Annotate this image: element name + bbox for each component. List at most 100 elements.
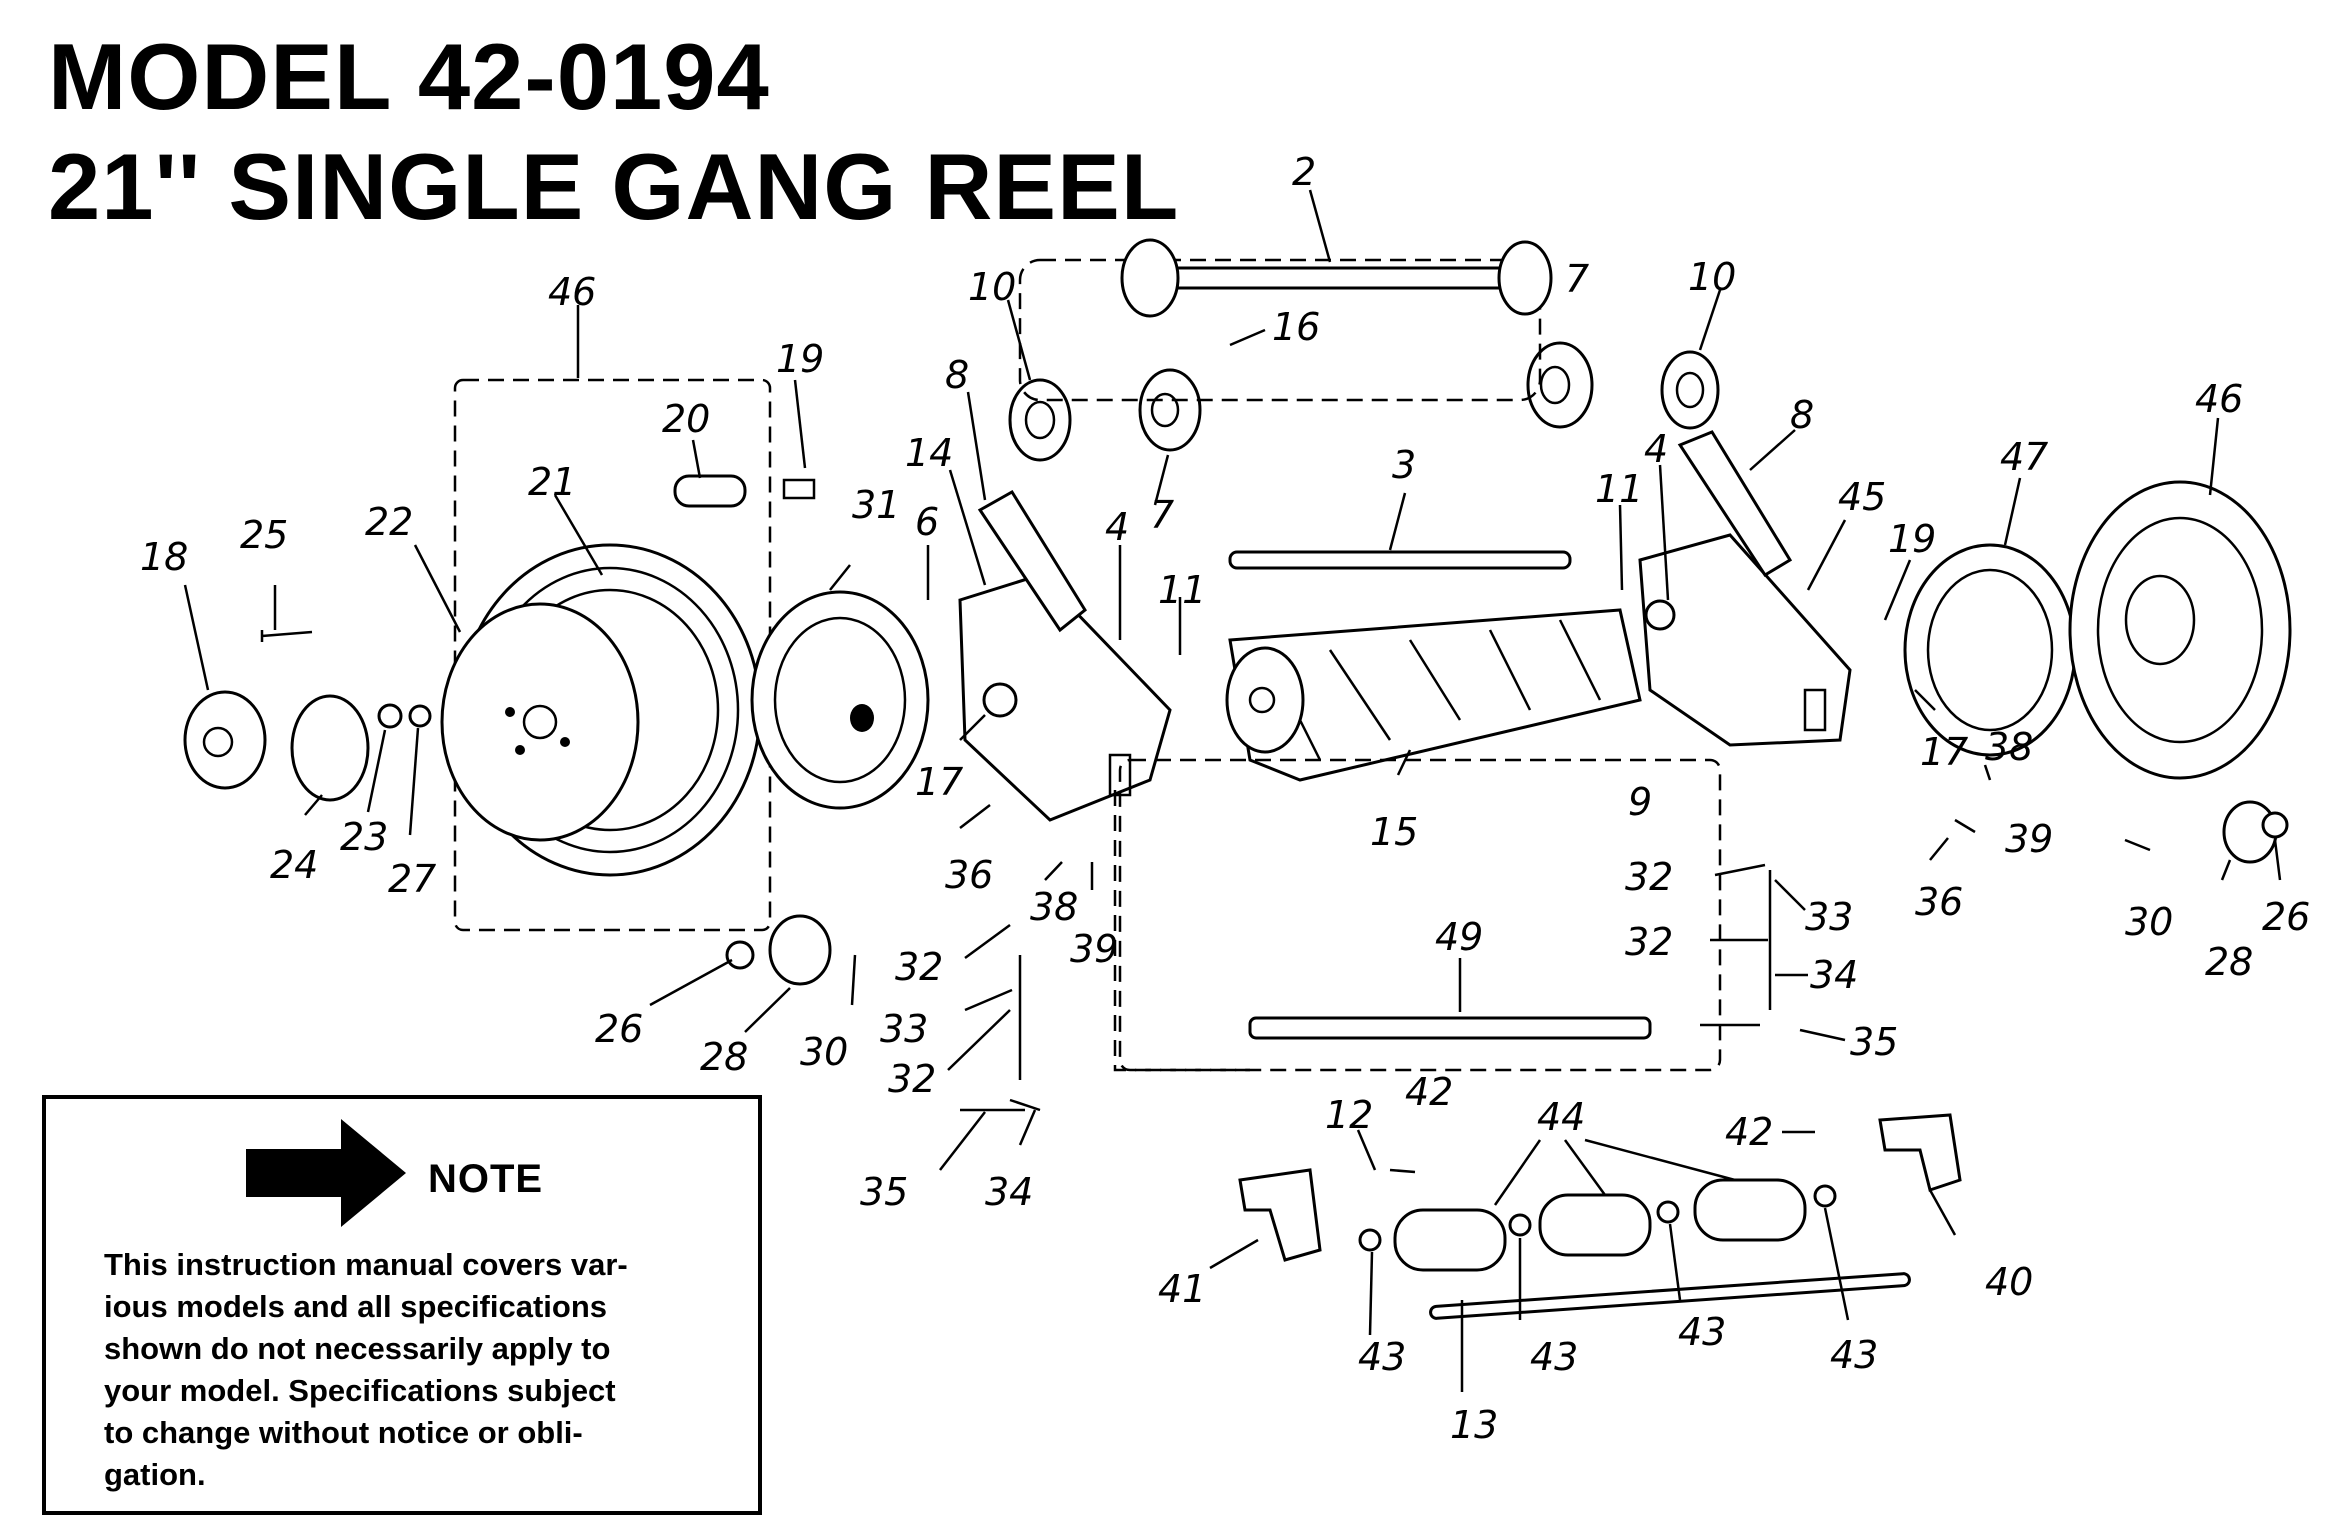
bearing-10-right [1660, 350, 1720, 430]
note-text: This instruction manual covers var- ious… [104, 1244, 714, 1496]
callout-label: 4 [1105, 505, 1129, 549]
callout-label: 14 [905, 431, 953, 475]
washer-27 [408, 704, 432, 728]
callout-label: 34 [985, 1170, 1033, 1214]
left-side-plate [958, 489, 1172, 822]
note-label: NOTE [428, 1157, 544, 1201]
callout-label: 10 [1688, 255, 1736, 299]
callout-label: 36 [1915, 880, 1963, 924]
callout-label: 35 [860, 1170, 908, 1214]
callout-label: 25 [240, 513, 288, 557]
callout-label: 40 [1985, 1260, 2033, 1304]
hubcap [183, 690, 267, 790]
right-wheel-tire-46 [2068, 480, 2292, 780]
callout-label: 43 [1530, 1335, 1578, 1379]
callout-label: 32 [1625, 855, 1673, 899]
callout-label: 9 [1628, 780, 1652, 824]
model-description-title: 21'' SINGLE GANG REEL [48, 134, 1180, 239]
callout-label: 3 [1392, 443, 1416, 487]
callout-label: 44 [1537, 1095, 1585, 1139]
callout-label: 15 [1370, 810, 1418, 854]
model-number-title: MODEL 42-0194 [48, 24, 770, 129]
callout-label: 12 [1325, 1093, 1373, 1137]
note-line: This instruction manual covers var- [104, 1247, 628, 1282]
callout-label: 43 [1678, 1310, 1726, 1354]
callout-group: 2 3 4 4 6 7 7 8 8 9 10 10 11 11 12 13 14… [140, 150, 2310, 1447]
callout-label: 39 [2005, 817, 2053, 861]
callout-label: 43 [1358, 1335, 1406, 1379]
note-box: NOTE This instruction manual covers var-… [42, 1095, 762, 1515]
callout-label: 33 [880, 1007, 928, 1051]
adjuster-parts-right [1700, 800, 2289, 1027]
callout-label: 28 [700, 1035, 748, 1079]
rollers-44 [1358, 1178, 1837, 1272]
bushing-20 [673, 474, 816, 508]
callout-label: 43 [1830, 1333, 1878, 1377]
callout-label: 20 [662, 397, 710, 441]
callout-label: 42 [1405, 1070, 1453, 1114]
wheel-cover-disc [290, 694, 370, 802]
washer-23 [377, 703, 403, 729]
bearing-7-right [1526, 341, 1594, 429]
callout-label: 32 [888, 1057, 936, 1101]
callout-label: 46 [2195, 377, 2243, 421]
callout-label: 31 [852, 483, 900, 527]
callout-label: 38 [1985, 725, 2033, 769]
callout-label: 16 [1272, 305, 1320, 349]
bar-49 [1118, 758, 1722, 1072]
callout-label: 45 [1838, 475, 1886, 519]
callout-label: 26 [2262, 895, 2310, 939]
callout-label: 36 [945, 853, 993, 897]
callout-label: 4 [1644, 427, 1668, 471]
callout-label: 22 [365, 500, 413, 544]
callout-label: 32 [895, 945, 943, 989]
note-line: shown do not necessarily apply to [104, 1331, 611, 1366]
cutting-reel-15 [1225, 608, 1642, 782]
callout-label: 7 [1565, 257, 1589, 301]
callout-label: 30 [800, 1030, 848, 1074]
callout-label: 34 [1810, 953, 1858, 997]
callout-label: 46 [548, 270, 596, 314]
callout-label: 10 [968, 265, 1016, 309]
callout-label: 8 [945, 353, 969, 397]
callout-label: 27 [388, 857, 436, 901]
callout-label: 21 [528, 460, 576, 504]
callout-label: 18 [140, 535, 188, 579]
screw-25 [260, 630, 313, 642]
drum-hub-31 [750, 590, 930, 810]
note-line: your model. Specifications subject [104, 1373, 616, 1408]
callout-label: 6 [915, 500, 939, 544]
right-side-plate [1638, 430, 1852, 747]
callout-label: 33 [1805, 895, 1853, 939]
callout-label: 11 [1158, 568, 1206, 612]
callout-label: 49 [1435, 915, 1483, 959]
note-line: to change without notice or obli- [104, 1415, 583, 1450]
bracket-41 [1238, 1168, 1322, 1262]
callout-label: 19 [776, 337, 824, 381]
callout-label: 26 [595, 1007, 643, 1051]
drum-hub-47 [1903, 543, 2077, 757]
adjuster-parts-left [725, 790, 1250, 1112]
callout-label: 39 [1070, 927, 1118, 971]
callout-label: 17 [1920, 730, 1968, 774]
axle-13 [1429, 1272, 1911, 1320]
bracket-40 [1878, 1113, 1962, 1192]
shaft-3 [1018, 238, 1553, 402]
callout-label: 2 [1292, 150, 1316, 194]
callout-label: 8 [1790, 393, 1814, 437]
note-line: ious models and all specifications [104, 1289, 608, 1324]
callout-label: 42 [1725, 1110, 1773, 1154]
left-wheel-assembly [440, 378, 772, 932]
note-line: gation. [104, 1457, 206, 1492]
callout-label: 13 [1450, 1403, 1498, 1447]
right-arrow-icon [246, 1119, 406, 1227]
bearing-10-left [1008, 378, 1072, 462]
callout-label: 24 [270, 843, 318, 887]
callout-label: 47 [2000, 435, 2048, 479]
callout-label: 41 [1158, 1267, 1206, 1311]
callout-label: 19 [1888, 517, 1936, 561]
callout-label: 17 [915, 760, 963, 804]
callout-label: 7 [1150, 493, 1174, 537]
callout-label: 38 [1030, 885, 1078, 929]
